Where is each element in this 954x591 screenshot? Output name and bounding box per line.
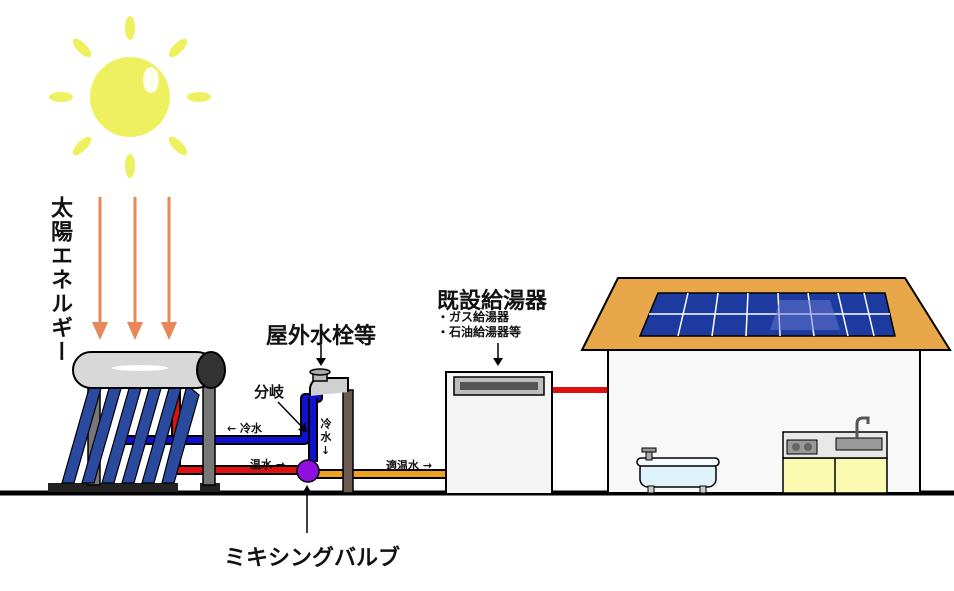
outdoor-faucet-label: 屋外水栓等 (266, 324, 377, 349)
solar-energy-label: 太陽エネルギー (47, 196, 72, 364)
pointer-arrows (277, 343, 503, 533)
proper-temp-water-label: 適温水 → (386, 459, 433, 472)
sun-icon (49, 16, 211, 178)
gas-heater-label: ・ガス給湯器 (437, 310, 510, 324)
kitchen-icon (782, 416, 888, 494)
existing-water-heater (445, 371, 553, 495)
solar-collector (48, 351, 226, 492)
hot-water-label: 温水 → (250, 458, 286, 471)
bathtub-icon (636, 447, 720, 494)
branch-label: 分岐 (254, 383, 285, 401)
cold-water-label: ← 冷水 (227, 422, 263, 435)
outdoor-faucet-icon (309, 368, 354, 494)
oil-heater-label: ・石油給湯器等 (437, 325, 522, 339)
mixing-valve-icon (296, 459, 320, 483)
solar-energy-arrows (92, 197, 177, 340)
cold-water-vertical-label: 冷水↓ (319, 418, 332, 459)
existing-water-heater-label: 既設給湯器 (437, 289, 548, 314)
mixing-valve-label: ミキシングバルブ (224, 546, 401, 571)
